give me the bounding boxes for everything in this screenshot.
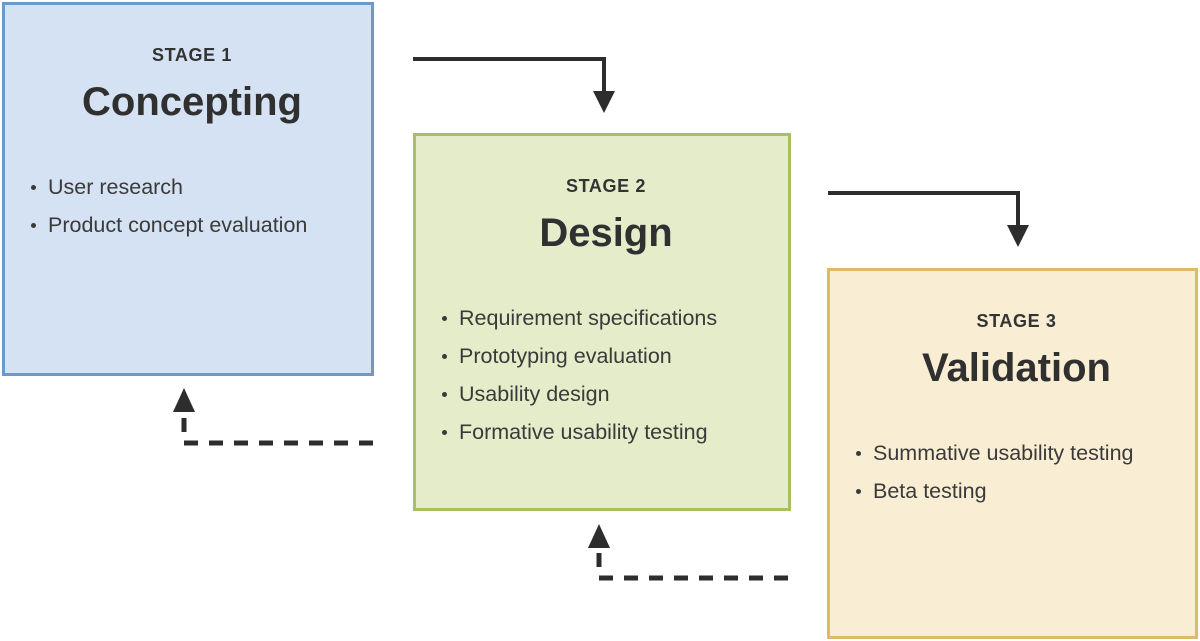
stage2-design-box: STAGE 2 Design Requirement specification…: [413, 133, 791, 511]
arrow-stage1-to-stage2: [413, 57, 615, 113]
stage1-item-list: User research Product concept evaluation: [31, 168, 353, 244]
stage1-concepting-box: STAGE 1 Concepting User research Product…: [2, 2, 374, 376]
feedback-arrow-stage2-to-stage1: [173, 388, 373, 446]
list-item: User research: [31, 168, 353, 206]
stage3-title: Validation: [922, 346, 1111, 390]
stage1-title: Concepting: [82, 80, 302, 124]
stage2-title: Design: [539, 211, 673, 255]
stage2-label: STAGE 2: [566, 176, 646, 196]
list-item: Prototyping evaluation: [442, 337, 770, 375]
list-item: Product concept evaluation: [31, 206, 353, 244]
list-item: Summative usability testing: [856, 434, 1177, 472]
stage3-validation-box: STAGE 3 Validation Summative usability t…: [827, 268, 1198, 639]
stage2-item-list: Requirement specifications Prototyping e…: [442, 299, 770, 451]
list-item: Beta testing: [856, 472, 1177, 510]
list-item: Requirement specifications: [442, 299, 770, 337]
list-item: Formative usability testing: [442, 413, 770, 451]
list-item: Usability design: [442, 375, 770, 413]
stage3-label: STAGE 3: [976, 311, 1057, 331]
stage3-item-list: Summative usability testing Beta testing: [856, 434, 1177, 510]
arrow-stage2-to-stage3: [828, 191, 1029, 247]
stage1-label: STAGE 1: [152, 45, 232, 65]
feedback-arrow-stage3-to-stage2: [588, 524, 788, 581]
